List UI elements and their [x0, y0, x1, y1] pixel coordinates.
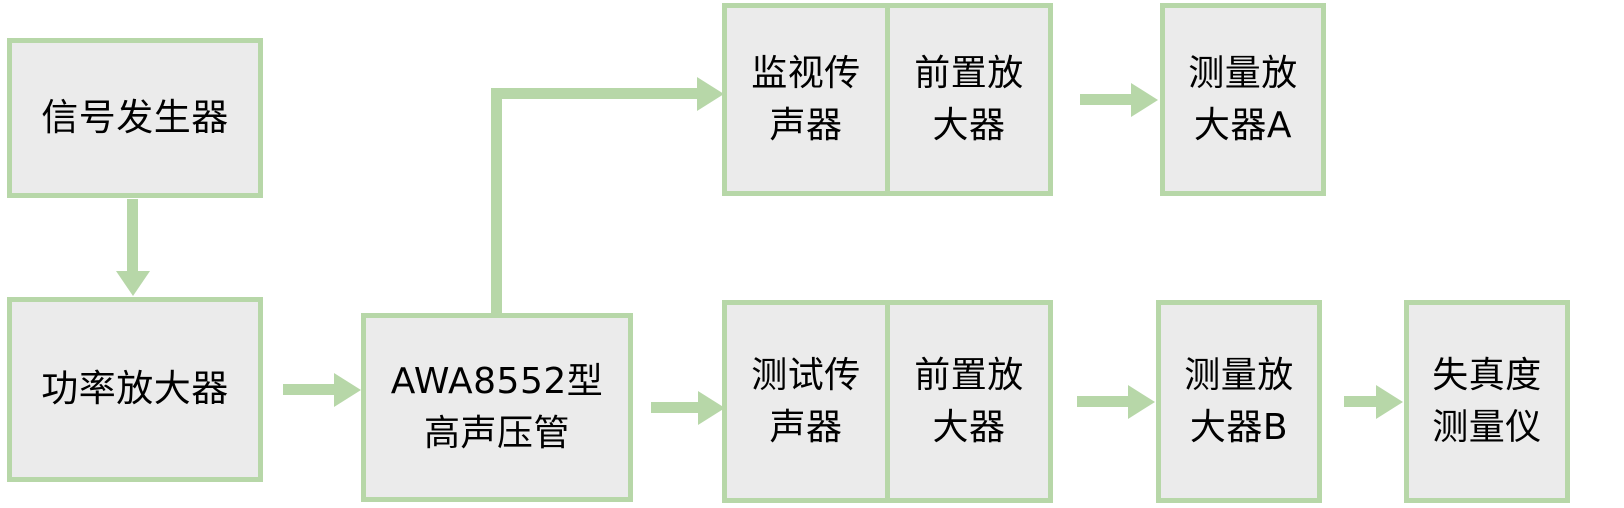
- node-power-amplifier[interactable]: 功率放大器: [7, 297, 263, 482]
- node-monitor-microphone[interactable]: 监视传 声器: [722, 3, 890, 196]
- node-measuring-amplifier-b[interactable]: 测量放 大器B: [1156, 300, 1322, 503]
- node-measuring-amplifier-a-label: 测量放 大器A: [1188, 53, 1298, 146]
- node-signal-generator[interactable]: 信号发生器: [7, 38, 263, 198]
- connector-awa8552-to-monitor-microphone-horizontal: [491, 76, 724, 111]
- connector-signal-generator-to-power-amplifier: [115, 199, 150, 296]
- node-awa8552-tube[interactable]: AWA8552型 高声压管: [361, 313, 633, 502]
- node-preamplifier-top-label: 前置放 大器: [914, 53, 1024, 146]
- arrow-head-right-icon: [698, 390, 725, 425]
- node-test-microphone-label: 测试传 声器: [751, 355, 861, 448]
- connector-power-amplifier-to-awa8552: [283, 372, 361, 407]
- node-distortion-meter-label: 失真度 测量仪: [1432, 355, 1542, 448]
- node-measuring-amplifier-b-label: 测量放 大器B: [1184, 355, 1294, 448]
- node-monitor-microphone-label: 监视传 声器: [751, 53, 861, 146]
- connector-measuring-amplifier-b-to-distortion-meter: [1344, 384, 1403, 419]
- node-awa8552-tube-label: AWA8552型 高声压管: [390, 361, 604, 454]
- node-preamplifier-bottom-label: 前置放 大器: [914, 355, 1024, 448]
- arrow-head-right-icon: [1131, 82, 1158, 117]
- arrow-head-down-icon: [115, 271, 150, 296]
- node-power-amplifier-label: 功率放大器: [41, 367, 229, 411]
- connector-awa8552-to-monitor-microphone-vertical: [491, 88, 502, 314]
- arrow-head-right-icon: [1376, 384, 1403, 419]
- arrow-head-right-icon: [1128, 384, 1155, 419]
- node-signal-generator-label: 信号发生器: [41, 95, 229, 139]
- node-distortion-meter[interactable]: 失真度 测量仪: [1404, 300, 1570, 503]
- arrow-head-right-icon: [334, 372, 361, 407]
- arrow-head-right-icon: [697, 76, 724, 111]
- connector-awa8552-to-test-microphone: [651, 390, 725, 425]
- node-test-microphone[interactable]: 测试传 声器: [722, 300, 890, 503]
- node-preamplifier-top[interactable]: 前置放 大器: [885, 3, 1053, 196]
- node-measuring-amplifier-a[interactable]: 测量放 大器A: [1160, 3, 1326, 196]
- connector-preamplifier-top-to-measuring-amplifier-a: [1080, 82, 1158, 117]
- node-preamplifier-bottom[interactable]: 前置放 大器: [885, 300, 1053, 503]
- connector-preamplifier-bottom-to-measuring-amplifier-b: [1077, 384, 1155, 419]
